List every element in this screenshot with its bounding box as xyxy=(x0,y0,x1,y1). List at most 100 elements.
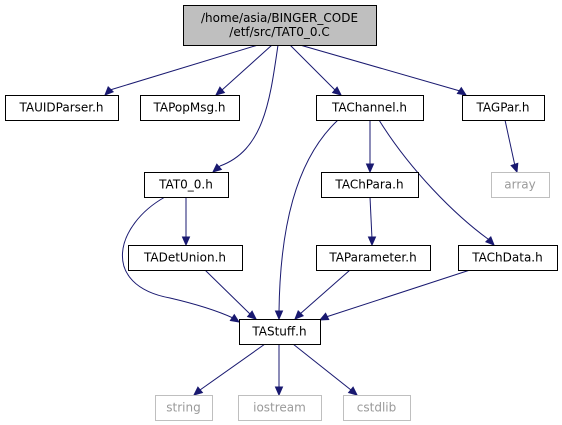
edge-root-to-tagpar xyxy=(299,44,468,96)
edge-tastuff-to-cstdlib xyxy=(292,343,358,396)
node-box xyxy=(321,172,419,198)
edge-arrowhead xyxy=(274,310,284,321)
node-cstdlib[interactable]: cstdlib xyxy=(343,395,411,421)
edge-arrowhead xyxy=(215,86,226,96)
node-tat0_0[interactable]: TAT0_0.h xyxy=(144,172,229,198)
edge-arrowhead xyxy=(193,386,204,396)
edge-line xyxy=(278,119,339,313)
edge-arrowhead xyxy=(318,312,330,321)
node-label: TAStuff.h xyxy=(251,325,306,339)
node-tastuff[interactable]: TAStuff.h xyxy=(239,319,321,345)
node-array[interactable]: array xyxy=(491,172,550,198)
node-box xyxy=(316,245,431,271)
node-label: TADetUnion.h xyxy=(143,251,226,265)
node-iostream[interactable]: iostream xyxy=(238,395,322,421)
edge-tachannel-to-tachdata xyxy=(378,119,495,246)
edge-tachdata-to-tastuff xyxy=(318,269,471,321)
edge-line xyxy=(199,343,266,391)
node-tachpara[interactable]: TAChPara.h xyxy=(321,172,419,198)
node-taparameter[interactable]: TAParameter.h xyxy=(316,245,431,271)
node-box xyxy=(128,245,243,271)
node-label: TAChannel.h xyxy=(331,101,407,115)
node-box xyxy=(5,95,119,121)
node-label: cstdlib xyxy=(357,401,396,415)
edge-arrowhead xyxy=(484,235,495,246)
edge-tagpar-to-array xyxy=(504,119,519,174)
node-label: TAGPar.h xyxy=(476,101,530,115)
node-label: TAChPara.h xyxy=(334,178,403,192)
edge-arrowhead xyxy=(104,85,115,96)
node-box xyxy=(238,395,322,421)
edge-taparameter-to-tastuff xyxy=(294,269,351,320)
node-box xyxy=(458,245,558,271)
edge-root-to-tapopmsg xyxy=(215,44,273,96)
node-box xyxy=(491,172,550,198)
node-box xyxy=(155,395,213,421)
node-label: /home/asia/BINGER_CODE xyxy=(201,11,358,25)
node-box xyxy=(316,95,424,121)
node-box xyxy=(140,95,240,121)
edge-arrowhead xyxy=(294,309,305,320)
node-label: iostream xyxy=(253,401,306,415)
node-box xyxy=(462,95,545,121)
edges-layer xyxy=(104,44,519,397)
node-box xyxy=(144,172,229,198)
node-tachannel[interactable]: TAChannel.h xyxy=(316,95,424,121)
edge-arrowhead xyxy=(274,386,284,397)
edge-line xyxy=(378,119,489,240)
node-label: TAParameter.h xyxy=(328,251,416,265)
edge-tachannel-to-tastuff xyxy=(274,119,339,321)
node-string[interactable]: string xyxy=(155,395,213,421)
node-tagpar[interactable]: TAGPar.h xyxy=(462,95,545,121)
edge-tat0_0-to-tastuff xyxy=(122,196,241,323)
node-box xyxy=(183,5,377,46)
edge-line xyxy=(325,269,471,318)
edge-line xyxy=(299,44,461,92)
edge-root-to-tauidparser xyxy=(104,44,259,96)
edge-arrowhead xyxy=(367,236,377,247)
edge-line xyxy=(299,269,351,315)
node-label: TAUIDParser.h xyxy=(18,101,103,115)
node-box xyxy=(239,319,321,345)
edge-tachannel-to-tachpara xyxy=(365,120,375,174)
edge-line xyxy=(109,44,259,91)
edge-line xyxy=(204,269,251,315)
edge-tachpara-to-taparameter xyxy=(367,196,377,247)
edge-arrowhead xyxy=(331,86,342,96)
edge-arrowhead xyxy=(212,163,223,173)
edge-arrowhead xyxy=(510,162,519,174)
node-label: string xyxy=(166,401,200,415)
edge-arrowhead xyxy=(229,313,241,323)
edge-tastuff-to-iostream xyxy=(274,344,284,397)
edge-tat0_0-to-tadetunion xyxy=(181,197,191,247)
edge-arrowhead xyxy=(365,163,375,174)
edge-line xyxy=(292,343,352,391)
edge-root-to-tachannel xyxy=(289,44,342,96)
node-label: TAT0_0.h xyxy=(158,178,213,192)
node-label: TAChData.h xyxy=(471,251,542,265)
node-tapopmsg[interactable]: TAPopMsg.h xyxy=(140,95,240,121)
node-label: /etf/src/TAT0_0.C xyxy=(229,25,329,39)
edge-arrowhead xyxy=(181,236,191,247)
node-tachdata[interactable]: TAChData.h xyxy=(458,245,558,271)
edge-line xyxy=(369,196,373,240)
node-label: array xyxy=(504,178,535,192)
node-label: TAPopMsg.h xyxy=(152,101,225,115)
edge-line xyxy=(219,44,279,167)
edge-root-to-tat0_0 xyxy=(212,44,279,173)
edge-line xyxy=(504,119,516,167)
edge-arrowhead xyxy=(456,86,468,96)
node-tauidparser[interactable]: TAUIDParser.h xyxy=(5,95,119,121)
node-tadetunion[interactable]: TADetUnion.h xyxy=(128,245,243,271)
edge-tadetunion-to-tastuff xyxy=(204,269,257,320)
edge-arrowhead xyxy=(347,386,358,396)
edge-line xyxy=(289,44,336,91)
edge-arrowhead xyxy=(246,310,257,320)
edge-line xyxy=(221,44,273,91)
edge-line xyxy=(122,196,234,319)
node-root[interactable]: /home/asia/BINGER_CODE/etf/src/TAT0_0.C xyxy=(183,5,377,46)
nodes-layer: /home/asia/BINGER_CODE/etf/src/TAT0_0.C T… xyxy=(5,5,558,421)
edge-tastuff-to-string xyxy=(193,343,266,396)
node-box xyxy=(343,395,411,421)
